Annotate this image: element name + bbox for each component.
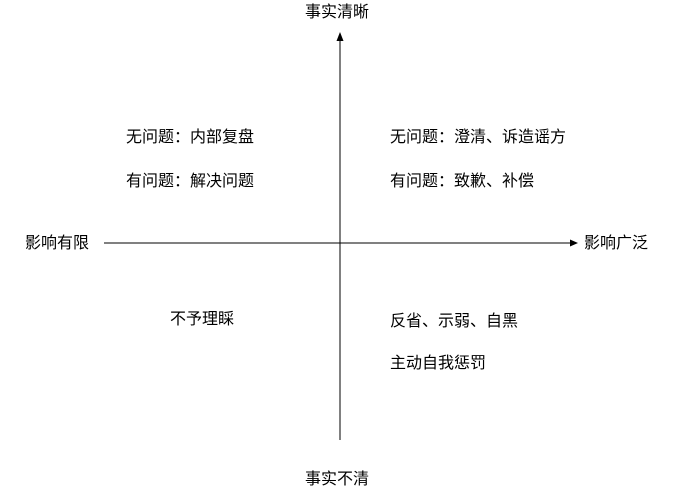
horizontal-axis-arrowhead xyxy=(570,239,578,247)
quadrant-bottom-right-line-1: 反省、示弱、自黑 xyxy=(390,311,519,330)
vertical-axis-arrowhead xyxy=(336,32,344,41)
axis-label-bottom: 事实不清 xyxy=(305,469,370,488)
quadrant-top-right-line-2: 有问题：致歉、补偿 xyxy=(390,171,535,190)
axis-label-top: 事实清晰 xyxy=(305,2,370,21)
quadrant-bottom-left-line-1: 不予理睬 xyxy=(170,309,235,328)
quadrant-top-left-line-1: 无问题：内部复盘 xyxy=(126,127,255,146)
axis-label-right: 影响广泛 xyxy=(584,233,649,252)
quadrant-top-right-line-1: 无问题：澄清、诉造谣方 xyxy=(390,127,567,146)
axis-label-left: 影响有限 xyxy=(25,233,90,252)
quadrant-top-left-line-2: 有问题：解决问题 xyxy=(126,171,255,190)
quadrant-bottom-right-line-2: 主动自我惩罚 xyxy=(390,353,487,372)
